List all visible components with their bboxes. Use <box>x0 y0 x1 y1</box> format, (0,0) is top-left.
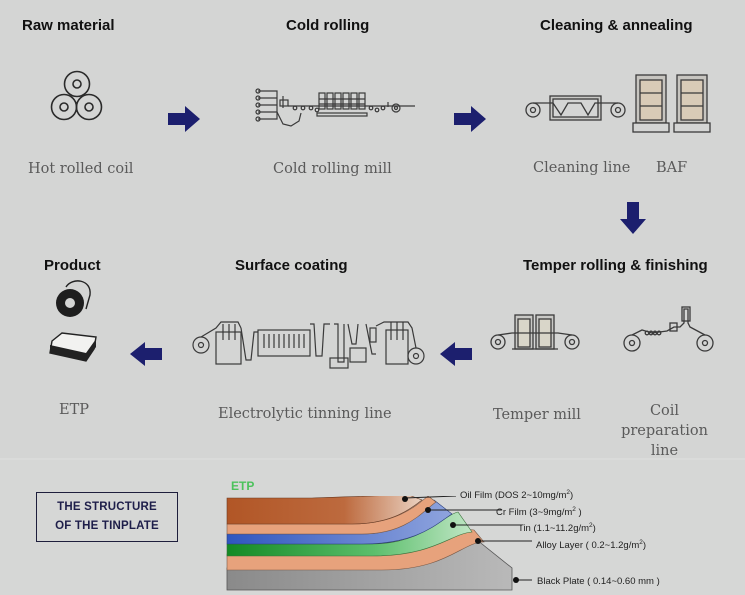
oil-film-spec: (DOS 2~10mg/m <box>494 490 567 502</box>
layer-label-oil-film: Oil Film (DOS 2~10mg/m2) <box>460 489 573 501</box>
caption-temper-mill: Temper mill <box>493 407 581 423</box>
section-divider <box>0 458 745 460</box>
structure-title-line-2: OF THE TINPLATE <box>55 520 159 532</box>
arrow-right-icon <box>454 106 486 132</box>
layer-label-alloy-layer: Alloy Layer ( 0.2~1.2g/m2) <box>536 539 646 551</box>
caption-etp: ETP <box>59 402 90 418</box>
superscript: 2 <box>566 489 571 496</box>
caption-baf: BAF <box>656 160 688 176</box>
coil-stack-icon <box>50 70 103 121</box>
cold-rolling-mill-icon <box>255 88 415 127</box>
layer-tin <box>226 511 473 557</box>
tinplate-layer-diagram <box>226 496 532 591</box>
stage-title-product: Product <box>44 257 101 274</box>
structure-title-line-1: THE STRUCTURE <box>57 501 157 513</box>
layer-label-tin: Tin (1.1~11.2g/m2) <box>518 522 596 534</box>
structure-title-box: THE STRUCTURE OF THE TINPLATE <box>36 492 178 542</box>
stage-title-cold-rolling: Cold rolling <box>286 17 370 34</box>
cr-film-spec-end: ) <box>575 507 582 519</box>
oil-film-name: Oil Film <box>460 490 493 502</box>
product-coil-and-sheet-icon <box>49 280 97 362</box>
caption-cold-rolling-mill: Cold rolling mill <box>273 161 392 177</box>
caption-coil-preparation-line: Coil preparation line <box>621 403 708 459</box>
layer-label-black-plate: Black Plate ( 0.14~0.60 mm ) <box>537 576 660 587</box>
tin-name: Tin <box>518 523 531 535</box>
etp-label: ETP <box>231 479 255 493</box>
caption-hot-rolled-coil: Hot rolled coil <box>28 161 134 177</box>
arrow-right-icon <box>168 106 200 132</box>
alloy-spec-end: ) <box>642 540 647 552</box>
batch-annealing-furnace-icon <box>632 74 711 133</box>
oil-film-spec-end: ) <box>570 490 574 502</box>
cr-film-name: Cr Film <box>496 507 527 519</box>
stage-title-cleaning-annealing: Cleaning & annealing <box>540 17 693 34</box>
layer-oil-film <box>226 496 423 525</box>
arrow-left-icon <box>440 342 472 366</box>
superscript: 2 <box>572 506 576 513</box>
tin-spec-end: ) <box>592 523 596 535</box>
black-plate-name: Black Plate <box>537 576 585 587</box>
stage-title-raw-material: Raw material <box>22 17 115 34</box>
alloy-name: Alloy Layer <box>536 540 583 552</box>
alloy-spec: ( 0.2~1.2g/m <box>585 540 640 552</box>
cr-film-spec: (3~9mg/m <box>529 507 573 519</box>
layer-label-cr-film: Cr Film (3~9mg/m2 ) <box>496 506 582 518</box>
superscript: 2 <box>589 522 593 529</box>
caption-cleaning-line: Cleaning line <box>533 160 631 176</box>
superscript: 2 <box>639 539 643 546</box>
stage-title-temper-rolling: Temper rolling & finishing <box>523 257 708 274</box>
cleaning-line-icon <box>525 95 626 121</box>
arrow-left-icon <box>130 342 162 366</box>
black-plate-spec: ( 0.14~0.60 mm ) <box>587 576 660 587</box>
temper-mill-icon <box>490 314 580 350</box>
coil-preparation-line-icon <box>623 306 714 352</box>
caption-electrolytic-tinning-line: Electrolytic tinning line <box>218 406 392 422</box>
arrow-down-icon <box>620 202 646 234</box>
electrolytic-tinning-line-icon <box>192 321 425 369</box>
tin-spec: (1.1~11.2g/m <box>533 523 590 535</box>
stage-title-surface-coating: Surface coating <box>235 257 348 274</box>
